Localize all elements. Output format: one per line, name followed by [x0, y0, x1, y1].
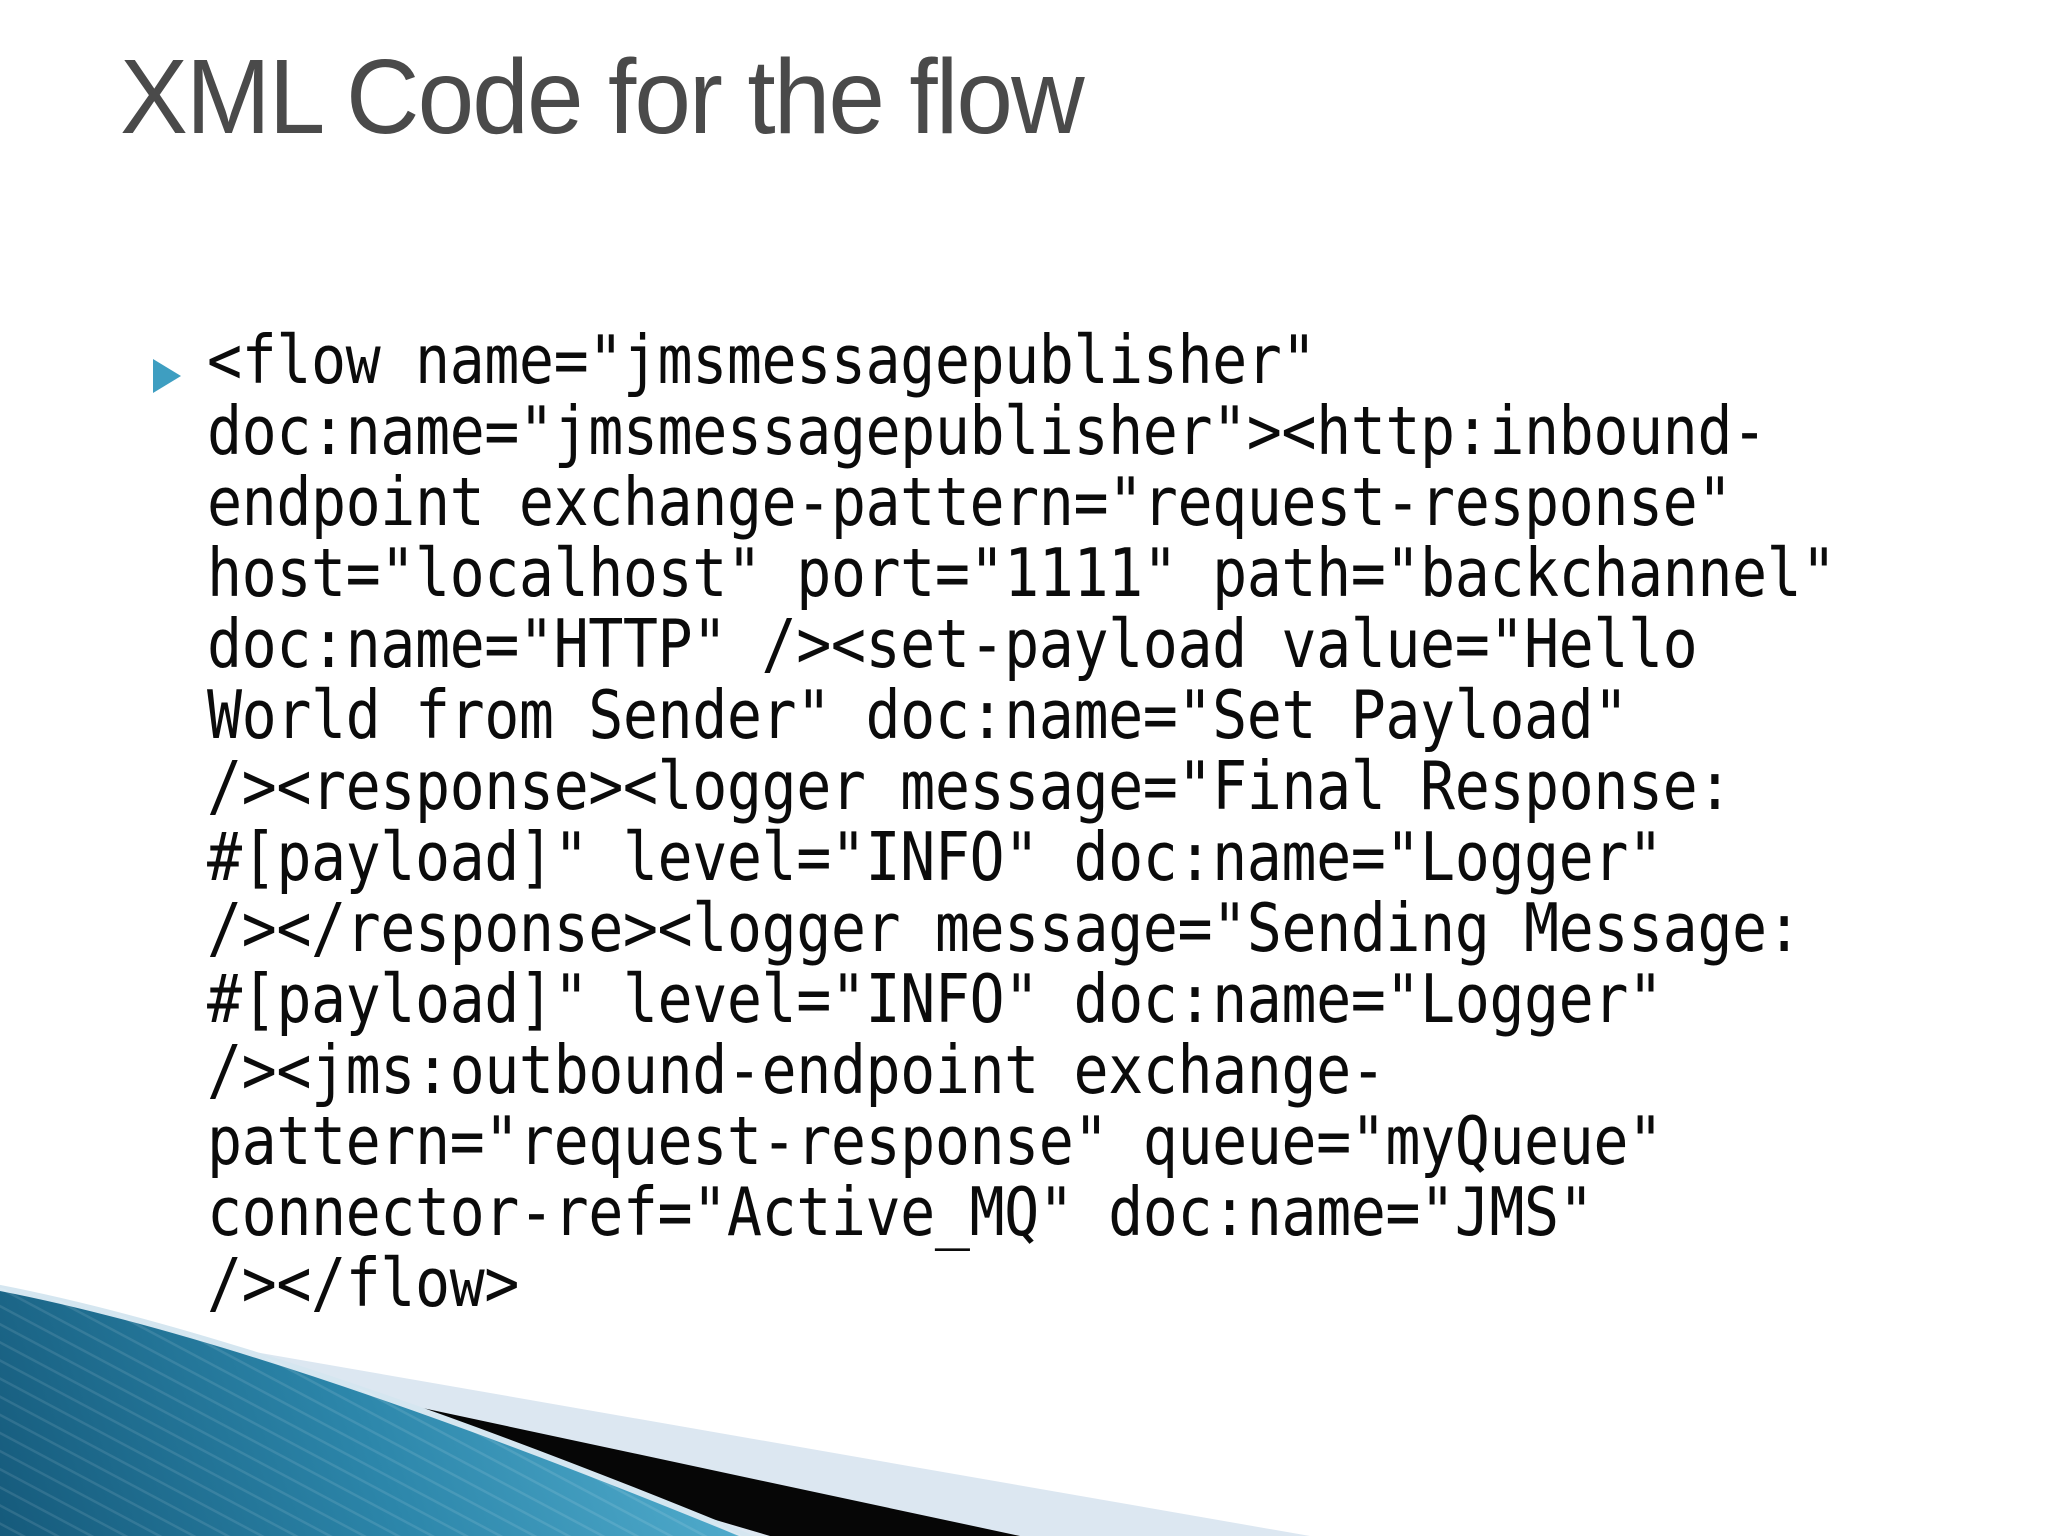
pale-blue-band — [0, 1318, 1310, 1536]
xml-code-text: <flow name="jmsmessagepublisher" doc:nam… — [207, 321, 1836, 1322]
slide-title: XML Code for the flow — [120, 38, 1085, 156]
teal-wedge — [0, 1284, 755, 1536]
teal-wedge-texture — [0, 1287, 747, 1536]
black-band — [105, 1340, 1020, 1536]
bullet-triangle-icon — [153, 359, 181, 393]
bullet-triangle-shape — [153, 359, 181, 393]
